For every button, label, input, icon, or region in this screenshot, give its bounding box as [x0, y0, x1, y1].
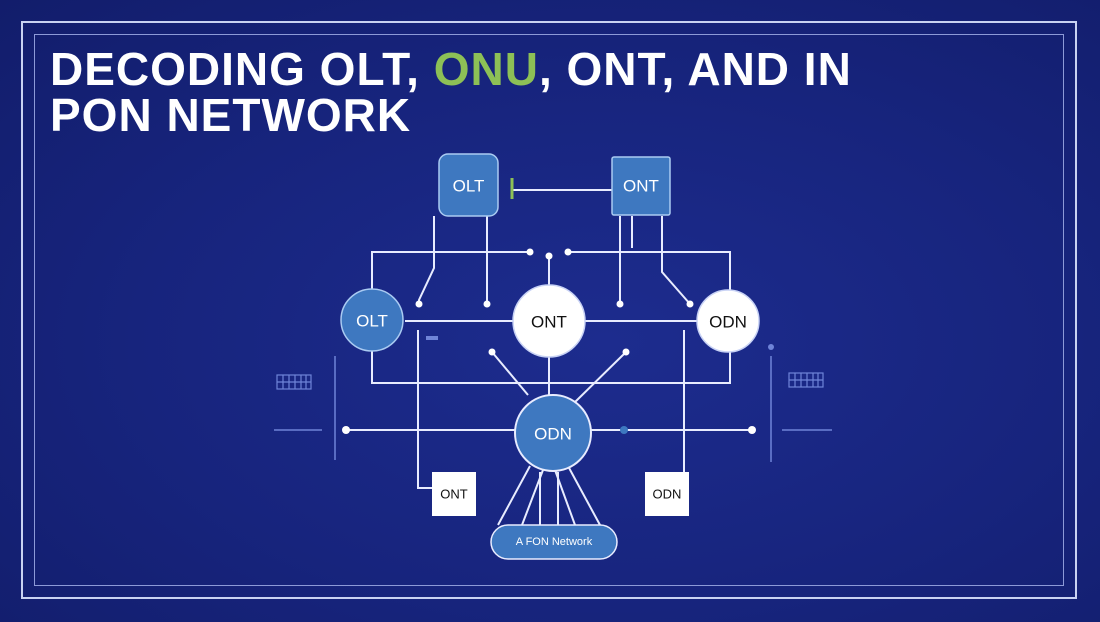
node-olt-left[interactable]: OLT: [340, 288, 404, 352]
fan-lines: [497, 465, 601, 526]
side-grid-icons: [276, 372, 824, 390]
title-highlight: ONU: [433, 43, 539, 95]
node-odn-right[interactable]: ODN: [696, 289, 760, 353]
bottom-left-branch: [417, 330, 432, 489]
node-olt-top[interactable]: OLT: [438, 153, 499, 217]
left-diagonal: [491, 351, 529, 396]
title-part-2: , ONT, and in: [538, 43, 852, 95]
node-odn-center-label: ODN: [534, 425, 572, 444]
node-odn-bottom-right-label: ODN: [653, 487, 682, 502]
node-olt-left-label: OLT: [356, 312, 388, 331]
lower-rail: [371, 325, 731, 384]
ont-drop-c: [661, 216, 691, 305]
olt-drop-left: [418, 216, 435, 305]
node-ont-center[interactable]: ONT: [512, 284, 586, 358]
page-title: Decoding OLT, ONU, ONT, and in PON Netwo…: [50, 46, 852, 138]
bottom-right-branch: [681, 330, 685, 489]
node-ont-bottom-left-label: ONT: [440, 487, 468, 502]
junction-dots: [342, 248, 774, 434]
node-olt-top-label: OLT: [453, 177, 485, 196]
title-part-1: Decoding OLT,: [50, 43, 434, 95]
caption-label: A FON Network: [516, 536, 593, 548]
node-ont-top[interactable]: ONT: [611, 156, 671, 216]
node-odn-right-label: ODN: [709, 313, 747, 332]
node-ont-center-label: ONT: [531, 313, 567, 332]
node-ont-bottom-left[interactable]: ONT: [432, 472, 476, 516]
outer-frame: [21, 21, 1077, 599]
right-diagonal: [571, 351, 627, 406]
node-ont-top-label: ONT: [623, 177, 659, 196]
title-line-1: Decoding OLT, ONU, ONT, and in: [50, 46, 852, 92]
inner-frame: [34, 34, 1064, 586]
caption-pill: A FON Network: [490, 524, 618, 560]
node-odn-center[interactable]: ODN: [514, 394, 592, 472]
node-odn-bottom-right[interactable]: ODN: [645, 472, 689, 516]
title-line-2: PON Network: [50, 89, 412, 141]
